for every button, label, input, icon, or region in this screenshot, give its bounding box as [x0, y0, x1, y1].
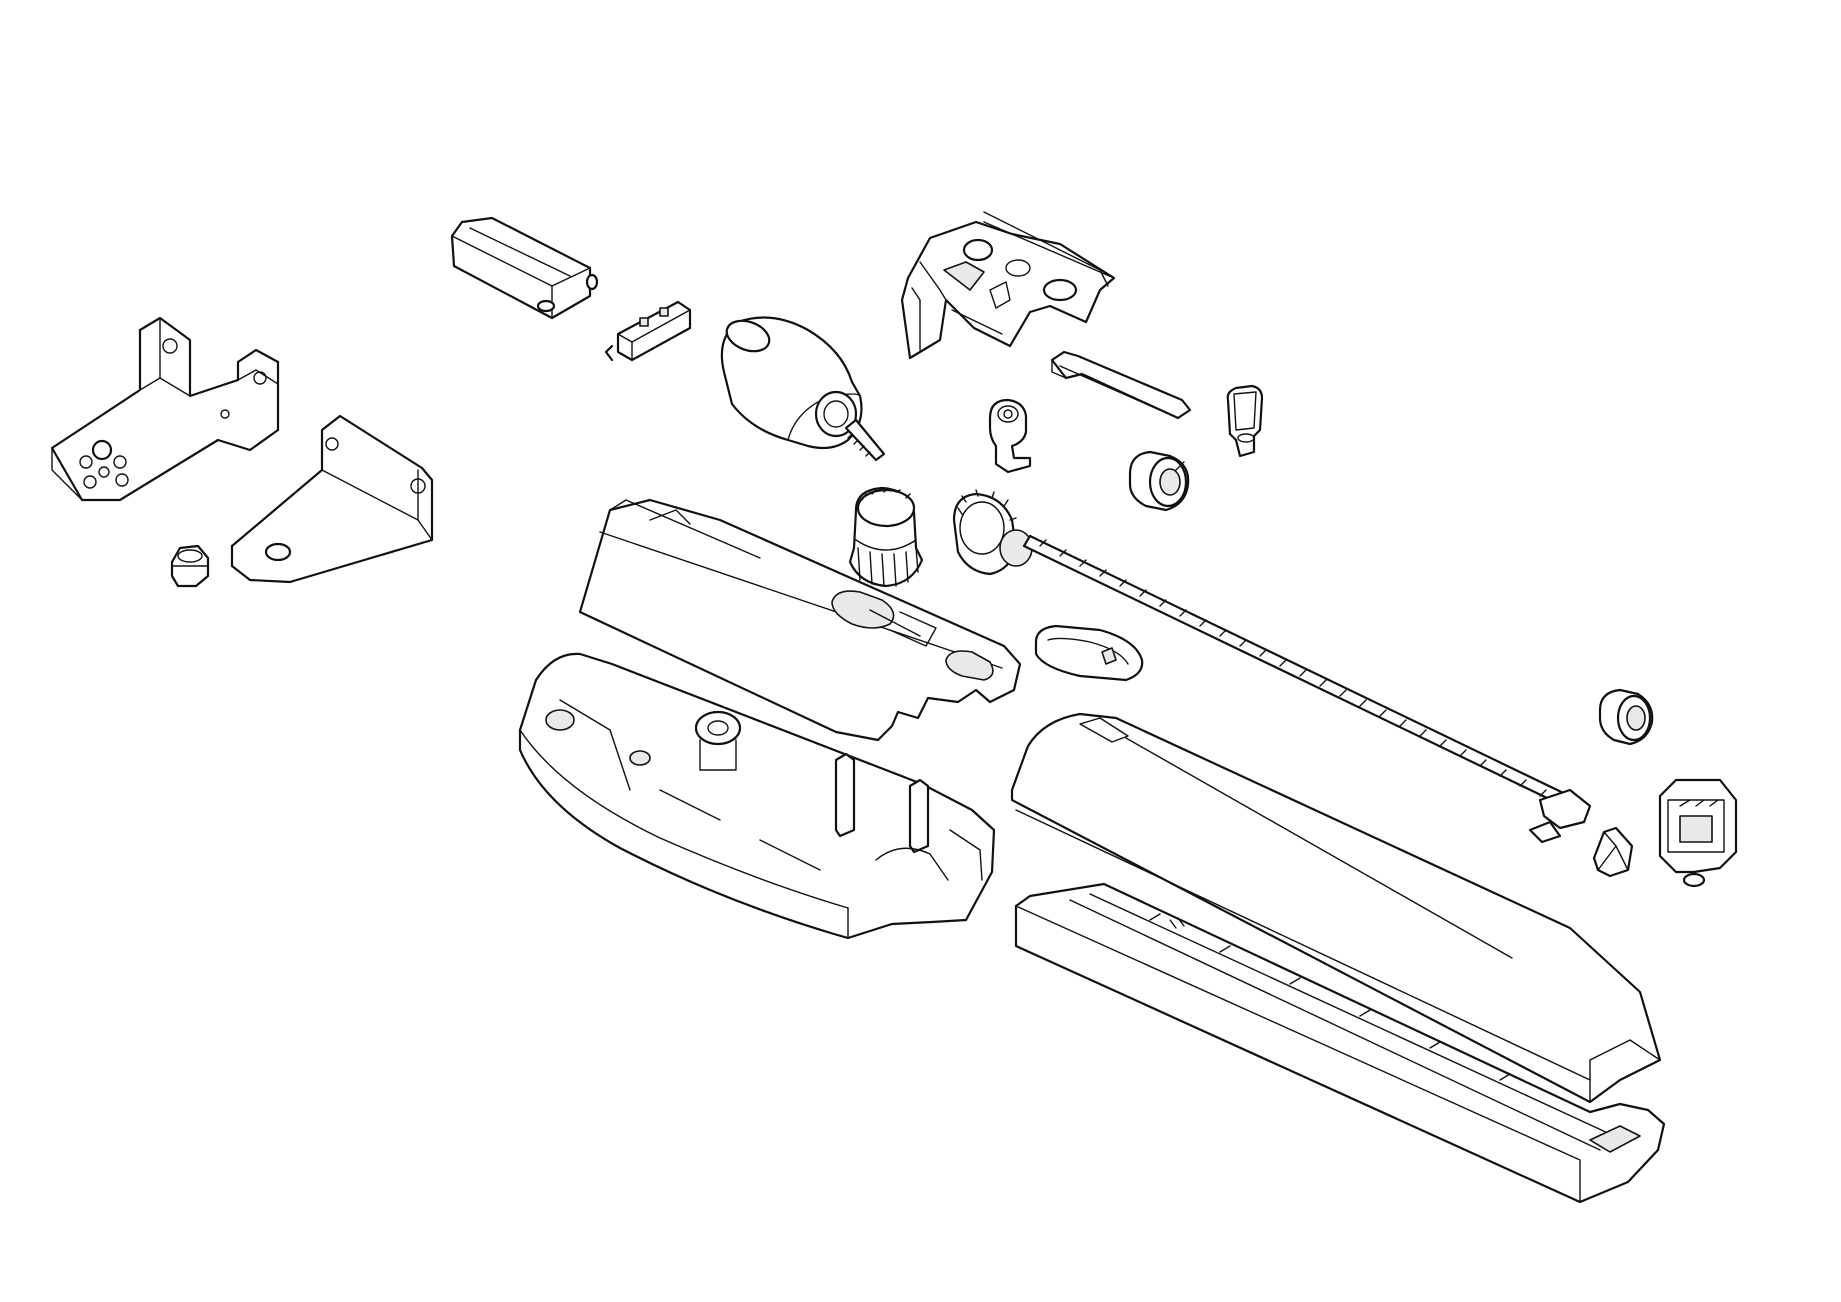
hex-nut-icon [170, 544, 210, 588]
bushing-icon [988, 398, 1032, 474]
limit-switch-icon [604, 300, 692, 362]
nut-carriage-icon [1592, 826, 1634, 878]
spur-gear-icon [848, 486, 924, 588]
electric-gearbox-housing-icon [900, 211, 1116, 360]
short-cover-icon [578, 498, 1022, 742]
electric-motor-icon [720, 316, 886, 462]
end-ring-collar-icon [1598, 688, 1654, 746]
angled-plate-bracket-icon [230, 414, 434, 584]
ring-collar-icon [1128, 450, 1190, 512]
oval-cap-icon [1034, 624, 1144, 682]
release-key-icon [1226, 384, 1264, 458]
long-base-housing-icon [1014, 882, 1666, 1204]
worm-screw-shaft-icon [952, 489, 1592, 844]
short-base-housing-icon [518, 652, 996, 940]
l-mounting-bracket-icon [50, 316, 280, 502]
sliding-clip-icon [450, 216, 599, 320]
release-lever-icon [1050, 350, 1192, 420]
long-cover-icon [1010, 712, 1662, 1104]
end-fitting-icon [1658, 778, 1738, 888]
